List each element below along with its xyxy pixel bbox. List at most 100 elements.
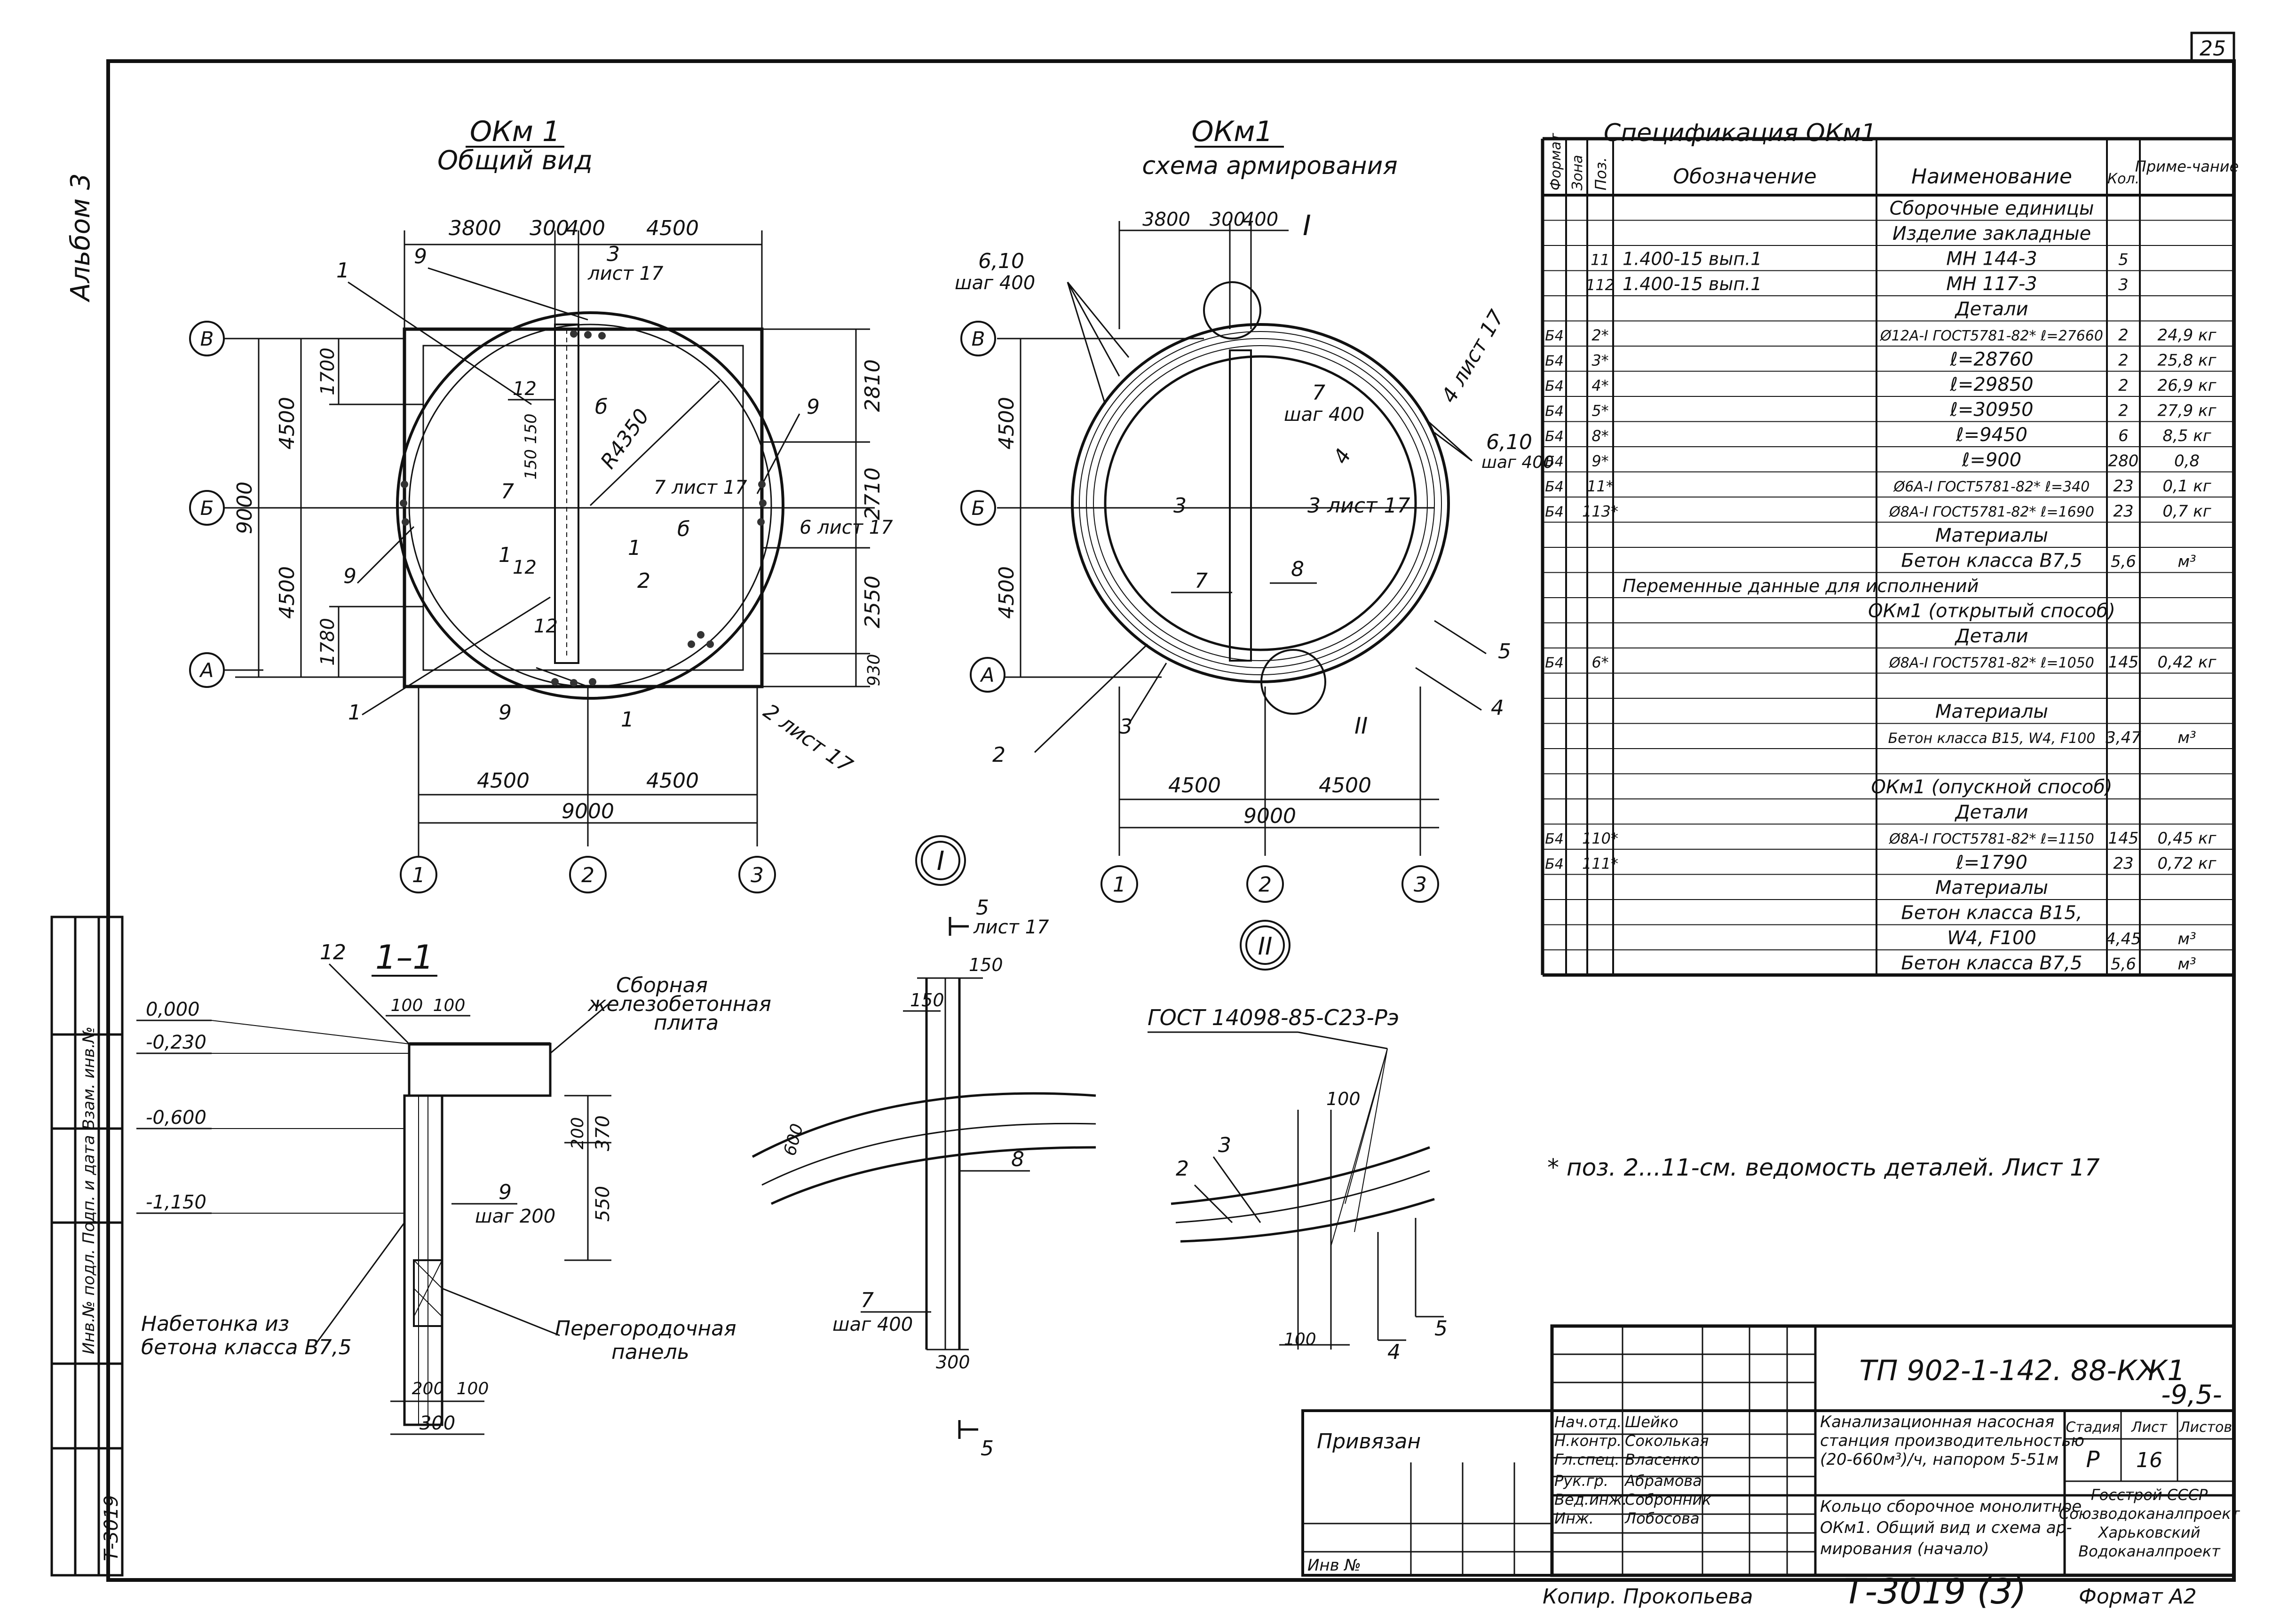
- tb-project-2: станция производительностью: [1820, 1431, 2084, 1450]
- view1-partition: [554, 324, 579, 664]
- spec-cell-name: ОКм1 (открытый способ): [1868, 600, 2115, 622]
- spec-cell-qty: 23: [2113, 502, 2133, 521]
- view1-dim-4500-left-upper: 4500: [275, 397, 299, 450]
- spec-cell-note: м³: [2177, 728, 2196, 747]
- spec-cell-name: Детали: [1954, 625, 2028, 647]
- view1-label-9-right: 9: [807, 395, 820, 419]
- view2-axis-col-1: 1: [1113, 873, 1126, 897]
- view2-label-4: 4: [1491, 696, 1504, 720]
- section11-label-9-step: шаг 200: [475, 1206, 555, 1227]
- spec-title: Спецификация ОКм1: [1604, 119, 1876, 147]
- view2-node-I-label: I: [1303, 209, 1311, 242]
- view1-embeds: [400, 330, 767, 687]
- spec-cell-name: Материалы: [1935, 877, 2048, 899]
- tb-drawing-2: ОКм1. Общий вид и схема ар-: [1820, 1518, 2072, 1537]
- nodeI-cut5-sheet: лист 17: [973, 916, 1049, 938]
- spec-header-pos: Поз.: [1592, 157, 1610, 190]
- tb-name: Абрамова: [1624, 1472, 1702, 1490]
- view1-dim-300: 300: [530, 216, 569, 240]
- section11-level-1150: -1,150: [146, 1192, 206, 1213]
- nodeI-label-8: 8: [1011, 1147, 1024, 1171]
- bottom-archive: Т-3019 (3): [1844, 1572, 2027, 1611]
- view1-label-12-low: 12: [534, 616, 558, 637]
- tb-org-2: Союзводоканалпроект: [2059, 1505, 2241, 1523]
- spec-cell-format: Б4: [1545, 831, 1564, 847]
- nodeII-label-3: 3: [1218, 1133, 1231, 1157]
- spec-cell-name: Бетон класса В7,5: [1901, 550, 2082, 572]
- spec-cell-name: ℓ=9450: [1956, 424, 2027, 446]
- spec-cell-name: Ø6А-I ГОСТ5781-82* ℓ=340: [1893, 479, 2090, 495]
- tb-role: Гл.спец.: [1554, 1451, 1620, 1469]
- spec-cell-note: 25,8 кг: [2158, 351, 2217, 370]
- spec-cell-qty: 4,45: [2106, 930, 2141, 948]
- tb-stage: Р: [2086, 1446, 2100, 1473]
- spec-cell-qty: 2: [2118, 326, 2129, 345]
- spec-cell-qty: 145: [2108, 653, 2139, 672]
- section11-panel-2: панель: [611, 1340, 689, 1364]
- section11-slab-1: Сборная: [616, 973, 708, 997]
- spec-cell-format: Б4: [1545, 655, 1564, 671]
- spec-cell-note: 0,45 кг: [2158, 829, 2217, 848]
- section11-dim-200-bottom: 200: [412, 1379, 444, 1398]
- spec-cell-name: Ø8А-I ГОСТ5781-82* ℓ=1050: [1888, 655, 2094, 671]
- spec-cell-format: Б4: [1545, 856, 1564, 873]
- page-number: 25: [2200, 37, 2226, 61]
- view1-label-12-mid: 12: [513, 557, 537, 578]
- view1-cut-b-top: б: [595, 395, 608, 419]
- view2-label-8: 8: [1291, 557, 1304, 581]
- view1-dim-9000-bottom: 9000: [562, 799, 614, 823]
- view1-dim-2810: 2810: [861, 359, 885, 412]
- section11-slab-3: плита: [654, 1011, 719, 1035]
- tb-org-4: Водоканалпроект: [2078, 1542, 2221, 1560]
- spec-cell-qty: 145: [2108, 829, 2139, 848]
- spec-cell-name: ℓ=900: [1962, 450, 2021, 471]
- view2-node-II-ref: II: [1354, 713, 1368, 739]
- view2-dim-300: 300: [1210, 209, 1245, 230]
- bottom-format: Формат А2: [2079, 1585, 2197, 1609]
- spec-cell-pos: 9*: [1591, 452, 1608, 470]
- nodeII-dim-100-bottom: 100: [1284, 1330, 1316, 1349]
- spec-cell-designation: Переменные данные для исполнений: [1623, 576, 1979, 596]
- view2-axis-col-3: 3: [1414, 873, 1427, 897]
- tb-org-3: Харьковский: [2098, 1524, 2201, 1541]
- spec-cell-name: Бетон класса В15, W4, F100: [1888, 730, 2096, 747]
- section11-panel-1: Перегородочная: [555, 1317, 736, 1341]
- tb-drawing-1: Кольцо сборочное монолитное: [1820, 1497, 2082, 1516]
- view1-axis-row-v: В: [200, 327, 214, 350]
- view2-axis-row-v: В: [972, 327, 985, 350]
- nodeII-standard: ГОСТ 14098-85-С23-Рэ: [1148, 1005, 1399, 1030]
- section11-dim-100-b: 100: [433, 996, 466, 1015]
- tb-code: ТП 902-1-142. 88-КЖ1: [1860, 1354, 2185, 1387]
- nodeII-label-2: 2: [1176, 1157, 1189, 1181]
- view1-label-9-bottom: 9: [499, 701, 512, 725]
- view1-axis-col-1: 1: [412, 863, 425, 887]
- spec-cell-pos: 112: [1586, 276, 1615, 294]
- tb-sheet: 16: [2136, 1448, 2162, 1472]
- spec-cell-pos: 5*: [1591, 402, 1608, 420]
- spec-cell-note: м³: [2177, 955, 2196, 974]
- nodeI-cut5b: 5: [981, 1437, 994, 1461]
- tb-inv: Инв №: [1307, 1556, 1361, 1575]
- spec-cell-qty: 2: [2118, 402, 2129, 420]
- spec-cell-qty: 5: [2118, 251, 2129, 269]
- bottom-copied: Копир. Прокопьева: [1543, 1585, 1753, 1609]
- spec-cell-pos: 3*: [1591, 352, 1608, 370]
- spec-cell-format: Б4: [1545, 328, 1564, 344]
- view2-axis-col-2: 2: [1259, 873, 1272, 897]
- tb-role: Инж.: [1554, 1509, 1594, 1527]
- view1-dim-2710: 2710: [861, 467, 885, 520]
- spec-cell-name: Ø12А-I ГОСТ5781-82* ℓ=27660: [1879, 328, 2103, 344]
- section11-level-0: 0,000: [146, 999, 200, 1020]
- tb-sheets-label: Листов: [2179, 1419, 2232, 1436]
- spec-cell-pos: 113*: [1582, 503, 1618, 521]
- spec-cell-pos: 2*: [1591, 326, 1608, 344]
- spec-cell-note: 0,7 кг: [2162, 502, 2211, 521]
- view1-label-12-top: 12: [513, 378, 537, 400]
- section11-dim-370: 370: [592, 1115, 614, 1151]
- spec-cell-qty: 5,6: [2111, 955, 2136, 974]
- nodeI-cut5: 5: [976, 896, 989, 920]
- view1-subtitle: Общий вид: [437, 145, 593, 176]
- tb-sheet-num: -9,5-: [2161, 1380, 2222, 1410]
- spec-cell-designation: 1.400-15 вып.1: [1623, 274, 1762, 294]
- spec-cell-format: Б4: [1545, 378, 1564, 395]
